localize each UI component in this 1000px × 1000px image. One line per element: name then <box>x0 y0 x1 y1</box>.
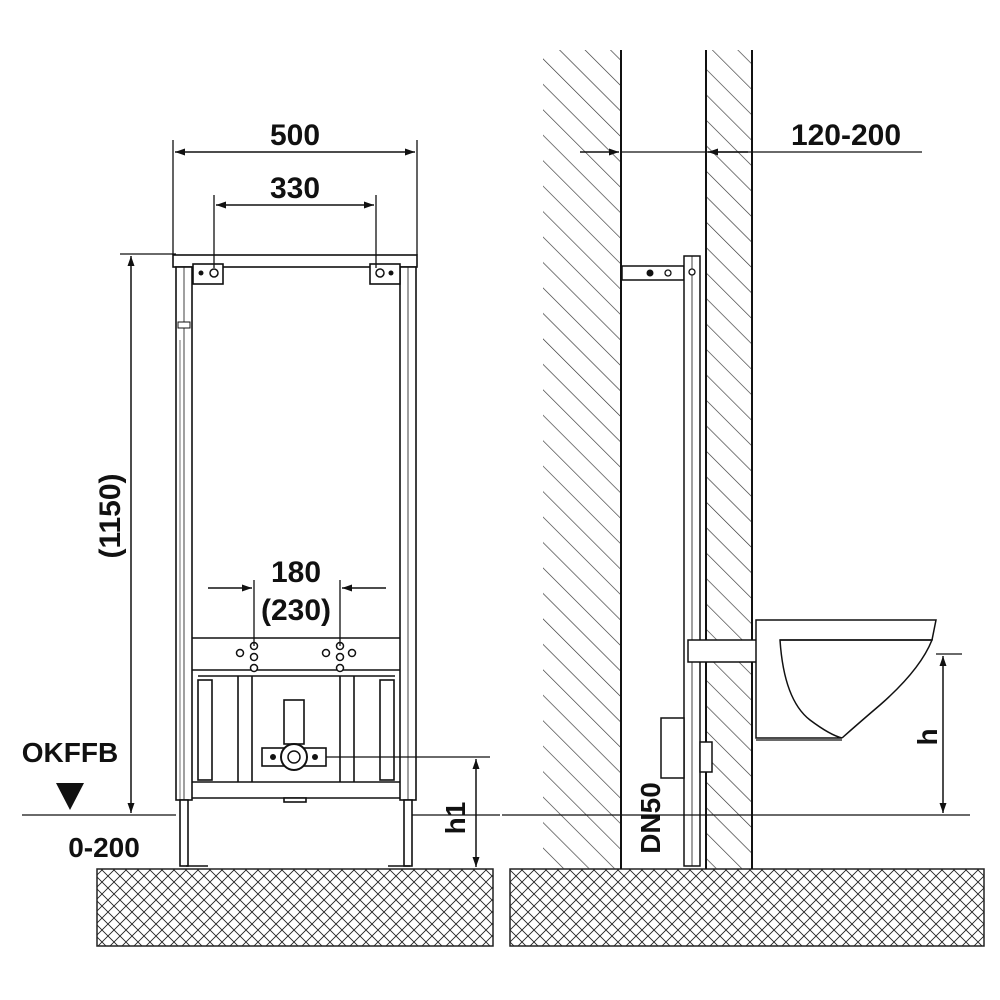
floor-reference-triangle-icon <box>56 783 84 810</box>
mount-hole-left <box>209 268 219 278</box>
dim-230-label: (230) <box>261 594 331 627</box>
pipe-connection-dots <box>235 641 357 673</box>
dim-h1-label: h1 <box>440 802 471 835</box>
floor-right <box>509 868 985 947</box>
wall-hung-bidet <box>755 619 937 739</box>
mount-hole-right <box>375 268 385 278</box>
floor-left <box>96 868 494 947</box>
dim-330-label: 330 <box>270 172 320 205</box>
dim-h-label: h <box>912 728 943 745</box>
dim-500-label: 500 <box>270 119 320 152</box>
wall-back <box>543 50 621 869</box>
drain-pipe-label: DN50 <box>635 782 666 854</box>
dim-180-label: 180 <box>271 556 321 589</box>
dim-1150-label: (1150) <box>94 473 127 558</box>
okffb-label: OKFFB <box>22 737 118 768</box>
wall-front <box>706 50 752 869</box>
dim-wall-gap-label: 120-200 <box>791 119 901 152</box>
leg-adjustment-label: 0-200 <box>68 832 140 863</box>
